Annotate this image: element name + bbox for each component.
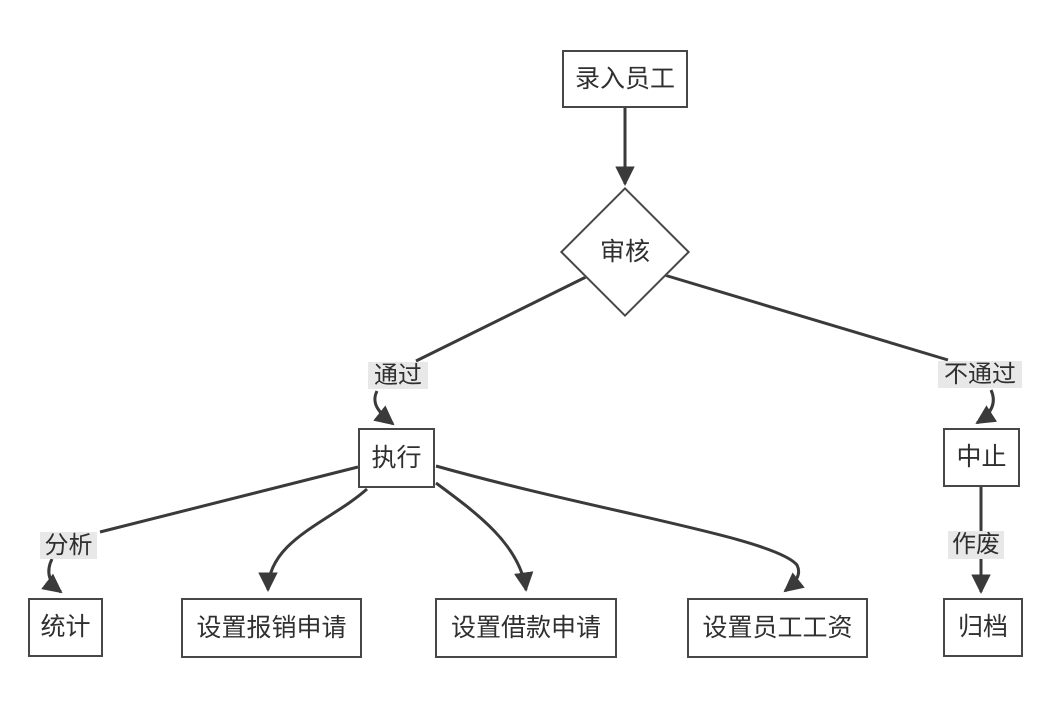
- node-salary-label: 设置员工工资: [702, 613, 853, 642]
- node-loan: 设置借款申请: [435, 598, 617, 658]
- edge-label-fail: 不通过: [938, 361, 1022, 388]
- edge-label-analyze: 分析: [40, 532, 97, 559]
- node-reimburse-label: 设置报销申请: [196, 613, 347, 642]
- edge-analyze-stats: [41, 558, 63, 594]
- node-reimburse: 设置报销申请: [181, 598, 362, 658]
- node-salary: 设置员工工资: [687, 598, 868, 658]
- node-stats: 统计: [28, 598, 103, 657]
- edge-execute-salary: [435, 464, 805, 593]
- node-abort: 中止: [943, 428, 1020, 487]
- edge-label-void: 作废: [948, 531, 1004, 559]
- node-stats-label: 统计: [40, 613, 91, 641]
- node-archive-label: 归档: [957, 613, 1008, 641]
- node-start: 录入员工: [562, 50, 688, 108]
- node-loan-label: 设置借款申请: [450, 613, 601, 642]
- edge-fail-abort: [975, 389, 998, 425]
- edge-execute-analyze-line: [99, 465, 359, 534]
- node-execute: 执行: [358, 428, 435, 488]
- edge-execute-loan: [435, 481, 534, 592]
- edge-label-pass: 通过: [368, 362, 428, 389]
- decision-review-label: 审核: [599, 238, 650, 266]
- edge-review-fail-line: [660, 272, 949, 362]
- edge-review-pass-line: [415, 273, 591, 363]
- edge-execute-reimburse: [258, 487, 368, 592]
- edge-pass-execute: [373, 390, 395, 426]
- node-start-label: 录入员工: [574, 64, 675, 93]
- node-archive: 归档: [943, 598, 1023, 657]
- node-abort-label: 中止: [956, 443, 1007, 471]
- node-execute-label: 执行: [371, 443, 422, 472]
